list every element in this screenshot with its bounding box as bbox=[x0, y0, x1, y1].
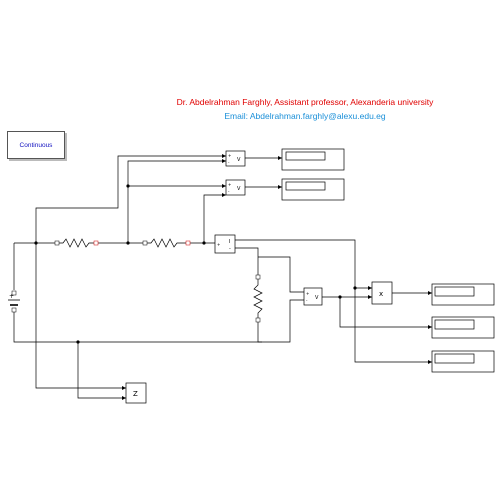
wire-vm3-branch bbox=[339, 297, 432, 328]
powergui-block[interactable]: Continuous bbox=[7, 131, 65, 159]
svg-text:+: + bbox=[306, 291, 309, 296]
wire-z-b bbox=[77, 342, 126, 399]
wire-z-a bbox=[35, 243, 126, 389]
junction-dots bbox=[34, 184, 357, 344]
voltmeter-3-block: + - V bbox=[303, 287, 323, 306]
email-text: Email: Abdelrahman.farghly@alexu.edu.eg bbox=[224, 111, 386, 121]
wire-right-load-bottom bbox=[257, 299, 304, 343]
svg-text:-: - bbox=[228, 189, 230, 194]
svg-text:+: + bbox=[228, 153, 231, 158]
wire-battery-bottom bbox=[13, 312, 262, 343]
display-2 bbox=[281, 178, 345, 201]
resistor-3 bbox=[253, 274, 263, 323]
wire-vm2-b bbox=[203, 194, 226, 243]
display-5 bbox=[431, 350, 495, 373]
resistor-2 bbox=[142, 238, 191, 248]
voltmeter-1-block: + - V bbox=[225, 150, 246, 167]
svg-text:+: + bbox=[217, 242, 220, 247]
powergui-label: Continuous bbox=[19, 141, 53, 149]
wire-ammeter-down bbox=[235, 247, 259, 275]
impedance-block: Z bbox=[125, 382, 147, 404]
svg-text:+: + bbox=[228, 182, 231, 187]
svg-text:V: V bbox=[237, 186, 241, 192]
multiply-block: x bbox=[371, 281, 393, 305]
arrowheads bbox=[122, 154, 432, 400]
svg-text:-: - bbox=[306, 298, 308, 303]
svg-text:x: x bbox=[379, 290, 383, 298]
wire-right-load-top bbox=[258, 256, 304, 293]
wire-vm1-b bbox=[127, 160, 226, 243]
display-1 bbox=[281, 148, 345, 171]
display-3 bbox=[431, 283, 495, 306]
author-text: Dr. Abdelrahman Farghly, Assistant profe… bbox=[176, 97, 434, 107]
battery-block bbox=[8, 290, 20, 313]
svg-text:-: - bbox=[228, 160, 230, 165]
voltmeter-2-block: + - V bbox=[225, 179, 246, 196]
svg-text:V: V bbox=[237, 157, 241, 163]
resistor-1 bbox=[54, 238, 99, 248]
svg-text:I: I bbox=[229, 239, 230, 245]
wire-vm1-a bbox=[35, 155, 226, 243]
svg-text:-: - bbox=[229, 246, 231, 252]
svg-text:V: V bbox=[315, 295, 319, 301]
svg-text:Z: Z bbox=[133, 390, 138, 398]
display-4 bbox=[431, 316, 495, 339]
current-meter-block: + I - bbox=[214, 234, 236, 254]
battery-plus: + bbox=[9, 293, 14, 300]
wire-ammeter-out bbox=[235, 239, 432, 363]
